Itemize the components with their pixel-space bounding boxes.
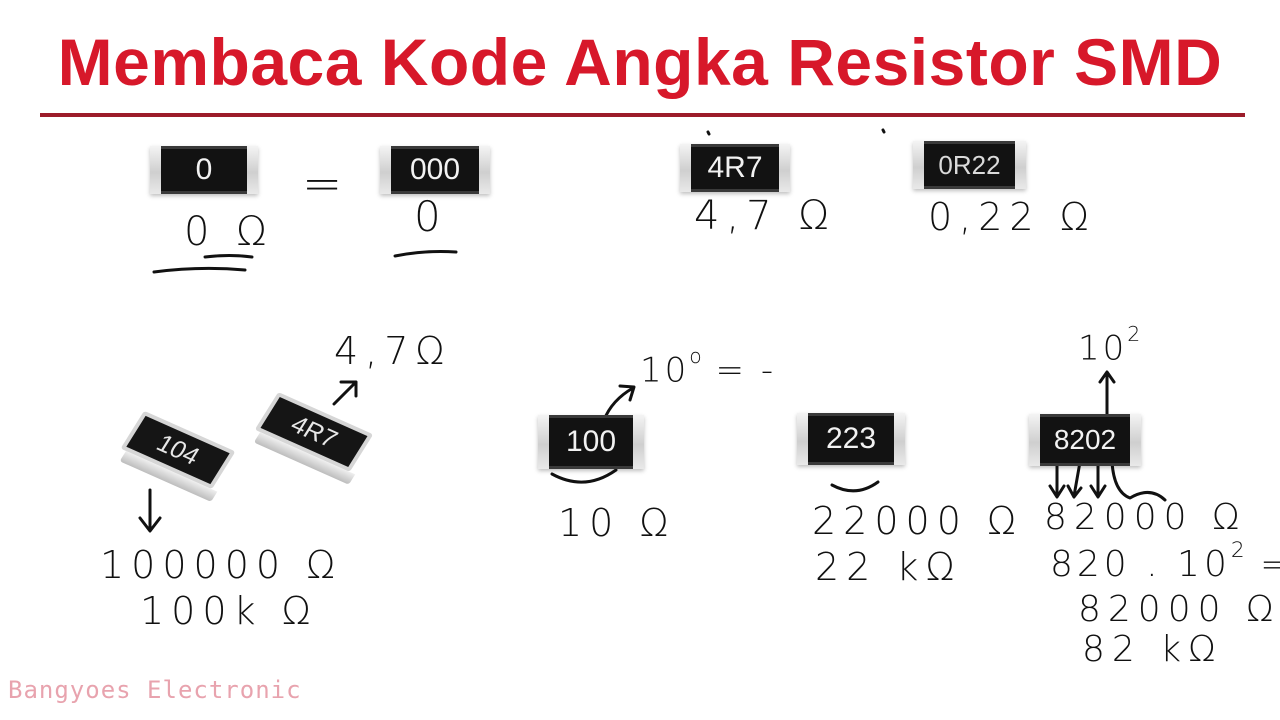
chip-cap-left	[380, 146, 391, 194]
arrow-8202-b	[1066, 460, 1083, 499]
resistor-chip-100: 100	[538, 415, 644, 469]
note-100000-ohm: 100000 Ω	[100, 543, 343, 587]
chip-label: 4R7	[691, 144, 779, 192]
note-4-7-ohm: 4,7 Ω	[694, 193, 836, 239]
note-ten-base: 10	[640, 350, 690, 391]
resistor-chip-8202: 8202	[1029, 414, 1141, 466]
tick-mark-2	[881, 128, 886, 134]
resistor-chip-0: 0	[150, 146, 258, 194]
equals-sign: =	[302, 156, 350, 212]
note-pow-exponent: 2	[1127, 322, 1141, 346]
note-zero-ohm: 0 Ω	[184, 209, 274, 255]
resistor-chip-0r22: 0R22	[913, 141, 1026, 189]
resistor-chip-000: 000	[380, 146, 490, 194]
chip-label: 000	[391, 146, 479, 194]
note-ten-squared: 102	[1078, 324, 1140, 369]
title-underline	[40, 113, 1245, 117]
note-zero: 0	[414, 192, 448, 241]
chip-cap-right	[633, 415, 644, 469]
note-22k-ohm: 22 kΩ	[815, 545, 962, 589]
note-ten-tail: = -	[701, 350, 777, 391]
underline-zero-1	[203, 254, 254, 259]
chip-cap-left	[680, 144, 691, 192]
note-82000-ohm: 82000 Ω	[1044, 497, 1247, 538]
chip-label: 8202	[1040, 414, 1130, 466]
arc-under-100	[550, 468, 618, 484]
chip-cap-right	[894, 413, 905, 465]
watermark-text: Bangyoes Electronic	[8, 676, 302, 704]
chip-label: 223	[808, 413, 894, 465]
chip-cap-left	[797, 413, 808, 465]
resistor-chip-223: 223	[797, 413, 905, 465]
chip-cap-right	[1130, 414, 1141, 466]
note-22000-ohm: 22000 Ω	[812, 499, 1024, 543]
note-100k-ohm: 100k Ω	[140, 589, 318, 633]
arrow-8202-c	[1089, 460, 1107, 499]
chip-label: 0R22	[924, 141, 1015, 189]
note-10-ohm: 10 Ω	[558, 501, 676, 545]
page-title: Membaca Kode Angka Resistor SMD	[57, 25, 1223, 99]
chip-cap-left	[538, 415, 549, 469]
note-ten-power: 10o = -	[640, 346, 777, 391]
arrow-8202-a	[1048, 460, 1066, 499]
note-pow-base: 10	[1078, 328, 1128, 369]
chip-cap-left	[150, 146, 161, 194]
note-calc-tail: =	[1260, 544, 1280, 585]
note-82k-ohm: 82 kΩ	[1082, 629, 1223, 670]
arrow-down-104	[138, 488, 162, 533]
resistor-chip-4r7: 4R7	[680, 144, 790, 192]
underline-zero-2	[152, 266, 247, 274]
note-calc-base: 820 . 10	[1050, 544, 1231, 585]
note-calc: 820 . 102 =	[1050, 540, 1280, 585]
note-calc-exponent: 2	[1230, 538, 1245, 563]
arrow-up-8202	[1098, 370, 1116, 416]
chip-cap-left	[913, 141, 924, 189]
arc-under-223	[830, 480, 880, 493]
chip-cap-right	[1015, 141, 1026, 189]
arrow-tilt-4r7	[332, 380, 358, 406]
note-tilt-4-7-ohm: 4,7Ω	[334, 329, 452, 373]
chip-cap-right	[779, 144, 790, 192]
chip-label: 0	[161, 146, 247, 194]
chip-label: 100	[549, 415, 633, 469]
chip-cap-right	[479, 146, 490, 194]
chip-cap-right	[247, 146, 258, 194]
arrow-8202-d	[1110, 460, 1167, 502]
underline-zero-3	[393, 250, 458, 258]
note-ten-exponent: o	[689, 344, 702, 368]
note-0-22-ohm: 0,22 Ω	[928, 195, 1096, 239]
note-82000b-ohm: 82000 Ω	[1078, 589, 1280, 630]
tick-mark-1	[706, 130, 711, 136]
chip-cap-left	[1029, 414, 1040, 466]
